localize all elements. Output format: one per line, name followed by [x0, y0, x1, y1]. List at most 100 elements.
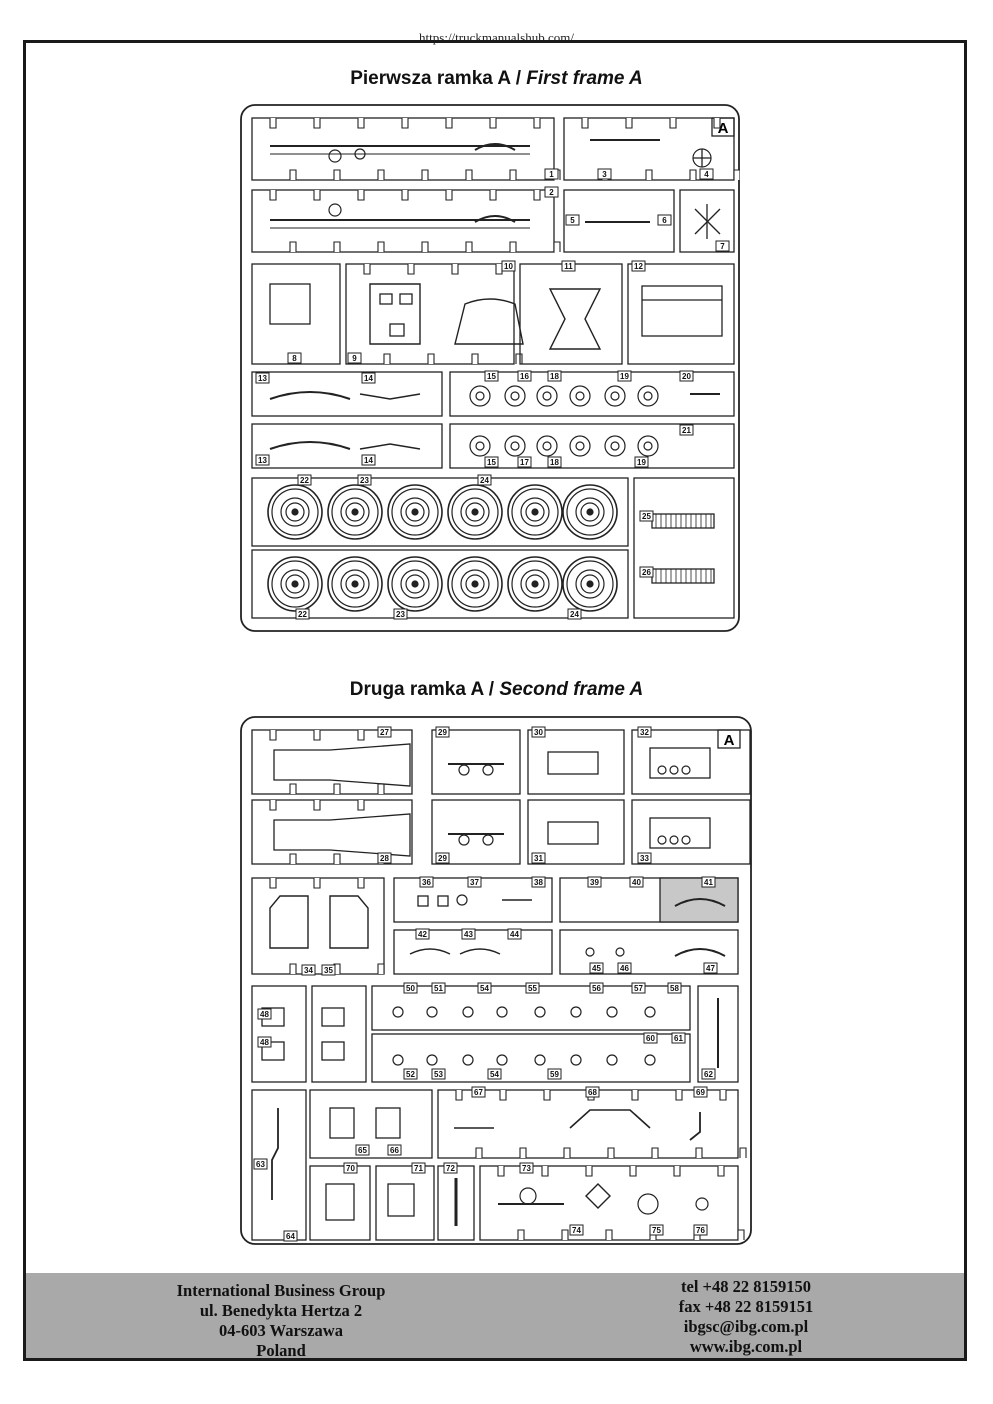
sprue-gate	[289, 169, 297, 180]
engine-detail	[669, 765, 679, 775]
hub-disc	[569, 385, 591, 407]
part-number: 18	[550, 458, 559, 467]
part-number: 3	[602, 170, 607, 179]
frame2-title-sep: /	[483, 679, 500, 700]
sprue-gate	[585, 1166, 593, 1177]
wheel-tire-outer	[327, 556, 383, 612]
email-link[interactable]: ibgsc@ibg.com.pl	[683, 1317, 809, 1336]
part-number: 6	[662, 216, 667, 225]
sprue-gate	[401, 118, 409, 129]
sprue-gate	[377, 963, 385, 974]
frame-letter: A	[724, 732, 735, 749]
small-part	[606, 1054, 618, 1066]
part-number: 51	[434, 984, 443, 993]
spring-hanger	[328, 149, 342, 163]
sprue-gate	[465, 241, 473, 252]
part-number: 24	[570, 610, 579, 619]
part-number: 69	[696, 1088, 705, 1097]
frame2-title-en: Second frame A	[499, 679, 644, 700]
part-number: 66	[390, 1146, 399, 1155]
sprue-gate	[495, 264, 503, 275]
wheel-rim	[280, 569, 310, 599]
part-number-box	[547, 370, 562, 382]
part-number-box	[565, 214, 580, 226]
cap-part	[695, 1197, 709, 1211]
wheel-tire-outer	[447, 556, 503, 612]
sprue-gate	[713, 118, 721, 129]
part-number: 34	[304, 966, 313, 975]
small-part	[496, 1054, 508, 1066]
part-number-box	[589, 982, 604, 994]
part-number-box	[703, 962, 718, 974]
engine-detail	[657, 765, 667, 775]
wheel-hub	[405, 502, 425, 522]
hub-disc-center	[610, 441, 620, 451]
part-number-box	[617, 962, 632, 974]
sprue-gate	[497, 1166, 505, 1177]
part-number-box	[377, 726, 392, 738]
country: Poland	[256, 1341, 306, 1360]
part-number: 1	[549, 170, 554, 179]
part-number: 45	[592, 964, 601, 973]
wheel-rim	[400, 497, 430, 527]
wheel-hub	[465, 574, 485, 594]
sprue-cell	[679, 189, 735, 253]
part-number-box	[544, 168, 559, 180]
grille-piece	[417, 895, 429, 907]
part-number-box	[517, 456, 532, 468]
part-number: 33	[640, 854, 649, 863]
sprue-cell	[697, 985, 739, 1083]
cab-detail	[389, 323, 405, 337]
sprue-gate	[313, 190, 321, 201]
sprue-gate	[421, 241, 429, 252]
part-number: 47	[706, 964, 715, 973]
website-link[interactable]: www.ibg.com.pl	[689, 1337, 803, 1356]
part-number: 10	[504, 262, 513, 271]
part-number-box	[477, 982, 492, 994]
part-number: 43	[464, 930, 473, 939]
leaf-spring	[269, 391, 351, 400]
part-number-box	[679, 370, 694, 382]
wheel-tire-outer	[562, 484, 618, 540]
small-part	[570, 1006, 582, 1018]
cab-roof	[454, 298, 524, 345]
part-number-box	[631, 982, 646, 994]
part-number-box	[585, 1086, 600, 1098]
wheel-tire-inner	[566, 560, 614, 608]
wheel-tire-inner	[451, 488, 499, 536]
hub-disc-center	[510, 441, 520, 451]
wheel-tire-inner	[271, 560, 319, 608]
sprue-cell	[251, 477, 629, 547]
wheel-hub	[285, 502, 305, 522]
part-number-box	[693, 1224, 708, 1236]
part-number: 57	[634, 984, 643, 993]
part-number-box	[287, 352, 302, 364]
part-number-box	[393, 608, 408, 620]
wire-part	[409, 948, 501, 955]
part-number-box	[639, 566, 654, 578]
sprue-gate	[289, 963, 297, 974]
frame-letter: A	[718, 120, 729, 137]
sprue-cell	[309, 1165, 371, 1241]
sprue-gate	[333, 853, 341, 864]
sprue-cell	[449, 423, 735, 469]
part-number-box	[283, 1230, 298, 1242]
grille-piece	[437, 895, 449, 907]
part-number-box	[639, 510, 654, 522]
sprue-cell	[251, 371, 443, 417]
wheel-tire-outer	[387, 484, 443, 540]
part-number-box	[531, 852, 546, 864]
part-number: 54	[480, 984, 489, 993]
wheel-tire-inner	[451, 560, 499, 608]
mirror-part	[321, 1041, 345, 1061]
sprue-gate	[289, 853, 297, 864]
part-number: 48	[260, 1038, 269, 1047]
wheel-tire-outer	[507, 556, 563, 612]
wheel-hub	[345, 502, 365, 522]
wheel-center	[351, 508, 359, 516]
sprue-cell	[431, 729, 521, 795]
sprue-cell	[559, 929, 739, 975]
street: ul. Benedykta Hertza 2	[199, 1301, 363, 1320]
wheel-hub	[345, 574, 365, 594]
wheel-hub	[580, 502, 600, 522]
